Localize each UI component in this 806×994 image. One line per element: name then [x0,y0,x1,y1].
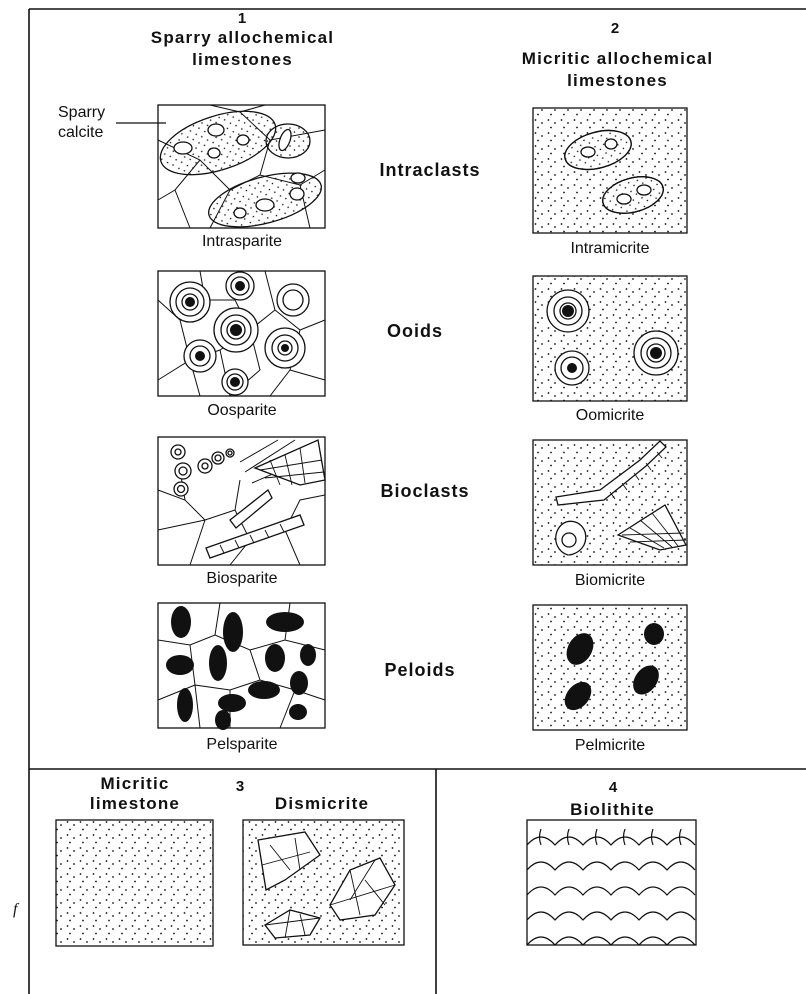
caption-intramicrite: Intramicrite [530,240,690,258]
section-4-number: 4 [598,779,628,796]
micritic-limestone-title-line1: Micritic [70,773,200,795]
oosparite-panel [158,271,325,396]
biomicrite-panel [533,440,687,565]
pelsparite-panel [158,603,325,730]
micritic-limestone-title-line2: limestone [70,793,200,815]
oomicrite-panel [533,276,687,401]
sparry-calcite-callout: Sparry calcite [58,103,105,143]
pelmicrite-panel [533,605,687,730]
column-1-title-line1: Sparry allochemical [100,27,385,49]
column-2-title-line2: limestones [475,70,760,92]
callout-line2: calcite [58,123,105,143]
grain-label-ooids: Ooids [350,321,480,342]
dismicrite-panel [243,820,404,945]
biosparite-panel [158,437,325,565]
caption-oomicrite: Oomicrite [530,407,690,425]
micritic-limestone-panel [56,820,213,946]
column-2-title-line1: Micritic allochemical [475,48,760,70]
caption-pelsparite: Pelsparite [162,736,322,754]
caption-intrasparite: Intrasparite [162,233,322,251]
grain-label-bioclasts: Bioclasts [350,481,500,502]
intrasparite-panel [153,99,327,237]
dismicrite-title: Dismicrite [252,793,392,815]
intramicrite-panel [533,108,687,233]
section-3-number: 3 [225,778,255,795]
caption-biomicrite: Biomicrite [530,572,690,590]
caption-oosparite: Oosparite [162,402,322,420]
grain-label-intraclasts: Intraclasts [350,160,510,181]
grain-label-peloids: Peloids [350,660,490,681]
column-2-number: 2 [595,20,635,37]
callout-line1: Sparry [58,103,105,123]
biolithite-title: Biolithite [540,799,685,821]
column-1-number: 1 [222,10,262,27]
biolithite-panel [527,820,696,945]
caption-pelmicrite: Pelmicrite [530,737,690,755]
column-1-title-line2: limestones [100,49,385,71]
stray-mark: f [13,901,17,919]
caption-biosparite: Biosparite [162,570,322,588]
